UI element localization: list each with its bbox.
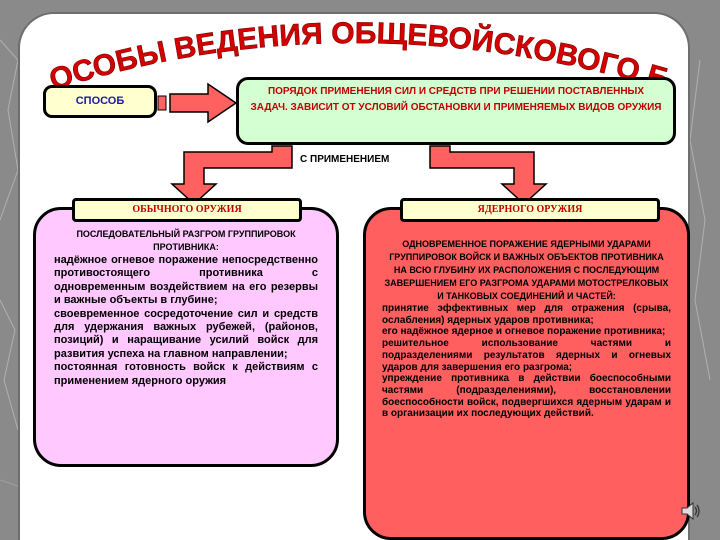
conventional-heading: ПОСЛЕДОВАТЕЛЬНЫЙ РАЗГРОМ ГРУППИРОВОК ПРО…: [76, 229, 296, 252]
speaker-icon[interactable]: [680, 500, 702, 522]
nuclear-heading: ОДНОВРЕМЕННОЕ ПОРАЖЕНИЕ ЯДЕРНЫМИ УДАРАМИ…: [384, 239, 669, 301]
conventional-body: надёжное огневое поражение непосредствен…: [54, 254, 318, 387]
tab-nuclear-weapons: ЯДЕРНОГО ОРУЖИЯ: [400, 198, 660, 222]
with-use-label: С ПРИМЕНЕНИЕМ: [300, 154, 390, 165]
nuclear-body: принятие эффективных мер для отражения (…: [382, 303, 671, 420]
method-label: СПОСОБ: [43, 85, 157, 118]
tab-conventional-weapons: ОБЫЧНОГО ОРУЖИЯ: [72, 198, 302, 222]
conventional-weapons-panel: ПОСЛЕДОВАТЕЛЬНЫЙ РАЗГРОМ ГРУППИРОВОК ПРО…: [33, 207, 339, 467]
nuclear-weapons-panel: ОДНОВРЕМЕННОЕ ПОРАЖЕНИЕ ЯДЕРНЫМИ УДАРАМИ…: [363, 207, 690, 540]
order-definition-box: ПОРЯДОК ПРИМЕНЕНИЯ СИЛ И СРЕДСТВ ПРИ РЕШ…: [236, 77, 676, 145]
